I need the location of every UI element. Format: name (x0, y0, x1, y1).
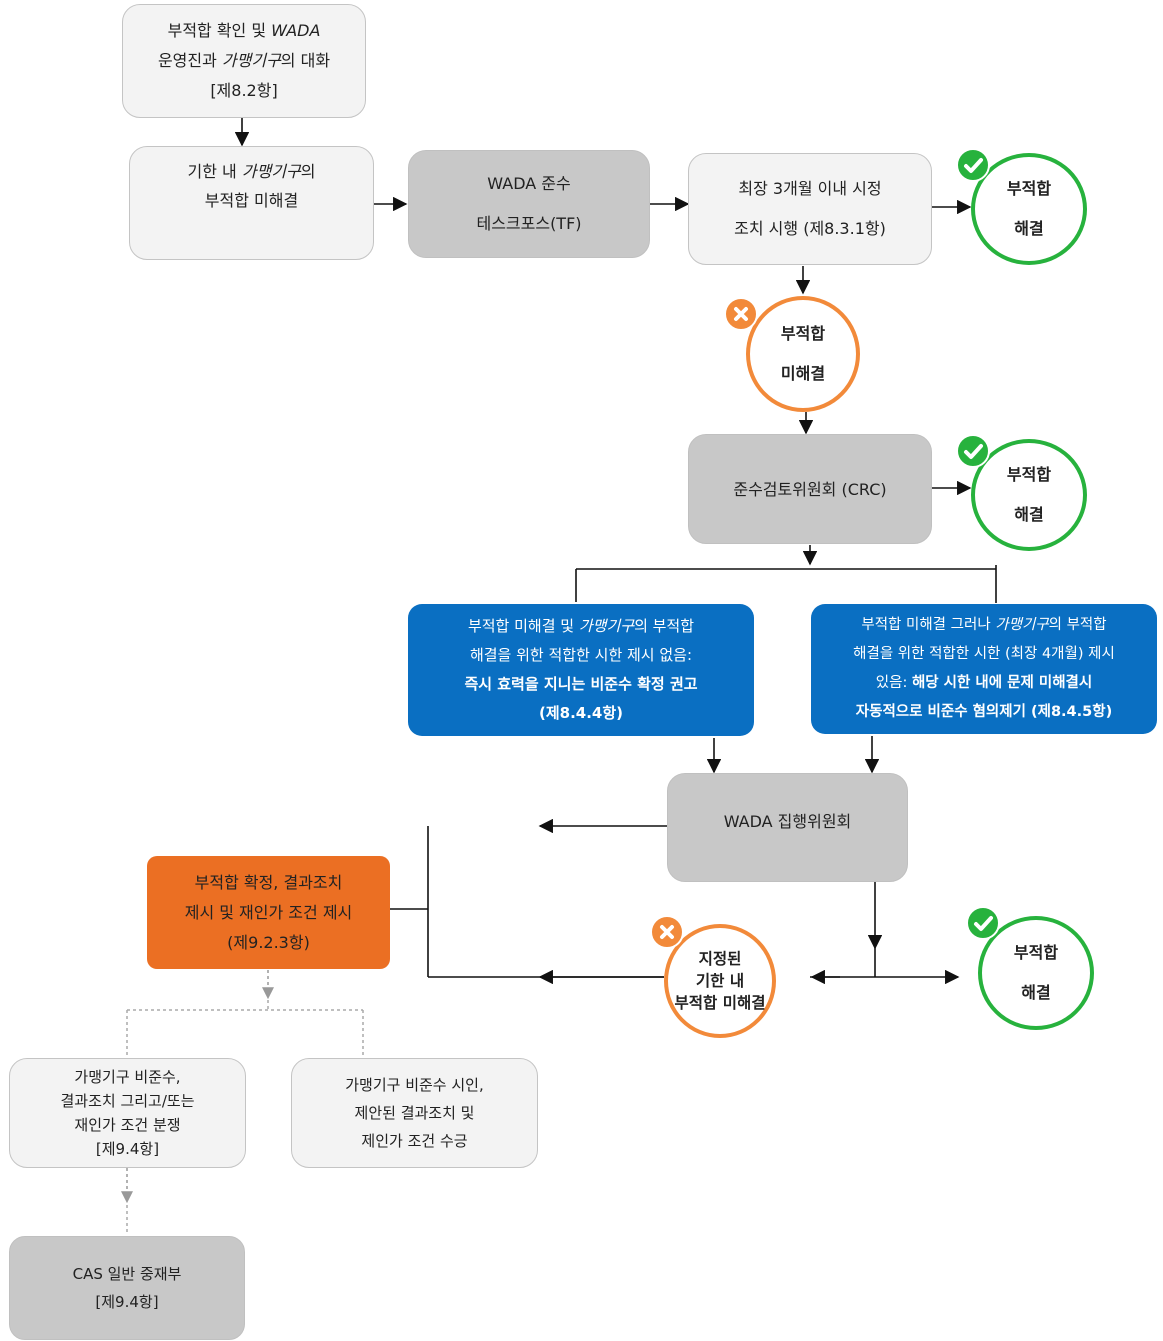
dispute-text: 재인가 조건 분쟁 (74, 1116, 181, 1134)
deadline-text: 기한 내 (187, 162, 242, 181)
corrective-action-box: 최장 3개월 이내 시정 조치 시행 (제8.3.1항) (688, 153, 932, 265)
deadline-text: 부적합 미해결 (204, 191, 299, 210)
corrective-text: 조치 시행 (제8.3.1항) (734, 219, 886, 238)
deadline-text-signatory: 가맹기구 (241, 162, 301, 181)
dialogue-text: 운영진과 (157, 51, 222, 70)
resolved-circle-1: 부적합 해결 (971, 153, 1087, 265)
cas-box: CAS 일반 중재부 [제9.4항] (9, 1236, 245, 1340)
taskforce-box: WADA 준수 테스크포스(TF) (408, 150, 650, 258)
recommendation-box-immediate: 부적합 미해결 및 가맹기구의 부적합 해결을 위한 적합한 시한 제시 없음:… (408, 604, 754, 736)
unresolved-text: 미해결 (780, 364, 826, 383)
cas-article: [제9.4항] (95, 1293, 159, 1311)
deadline-box: 기한 내 가맹기구의 부적합 미해결 (129, 146, 374, 260)
check-icon (956, 148, 990, 182)
unresolved-text: 부적합 미해결 (674, 994, 766, 1012)
blue-right-text-signatory: 가맹기구 (995, 617, 1049, 633)
dialogue-article: [제8.2항] (210, 81, 278, 100)
blue-right-text: 있음: (875, 675, 912, 691)
resolved-circle-2: 부적합 해결 (971, 439, 1087, 551)
unresolved-text: 지정된 (698, 950, 742, 968)
taskforce-text: 테스크포스(TF) (476, 214, 582, 233)
blue-right-text-bold: 해당 시한 내에 문제 미해결시 (911, 675, 1093, 691)
blue-right-text: 부적합 미해결 그러나 (861, 617, 996, 633)
confirmation-article: (제9.2.3항) (227, 932, 310, 952)
unresolved-text: 부적합 (780, 324, 826, 343)
dispute-article: [제9.4항] (95, 1140, 160, 1158)
dialogue-text-wada: WADA (271, 21, 321, 40)
blue-left-article: (제8.4.4항) (538, 704, 624, 722)
unresolved-circle-1: 부적합 미해결 (746, 296, 860, 412)
crc-box: 준수검토위원회 (CRC) (688, 434, 932, 544)
check-icon (956, 434, 990, 468)
resolved-circle-3: 부적합 해결 (978, 916, 1094, 1030)
confirmation-text: 제시 및 재인가 조건 제시 (184, 902, 353, 922)
confirmation-box: 부적합 확정, 결과조치 제시 및 재인가 조건 제시 (제9.2.3항) (147, 856, 390, 969)
resolved-text: 해결 (1014, 219, 1044, 238)
corrective-text: 최장 3개월 이내 시정 (738, 179, 882, 198)
dispute-box: 가맹기구 비준수, 결과조치 그리고/또는 재인가 조건 분쟁 [제9.4항] (9, 1058, 246, 1168)
acceptance-text: 제인가 조건 수긍 (361, 1132, 468, 1150)
blue-left-text: 부적합 미해결 및 (467, 617, 579, 635)
acceptance-text: 가맹기구 비준수 시인, (345, 1076, 484, 1094)
blue-right-text: 의 부적합 (1048, 617, 1107, 633)
dialogue-box: 부적합 확인 및 WADA 운영진과 가맹기구의 대화 [제8.2항] (122, 4, 366, 118)
taskforce-text: WADA 준수 (487, 174, 571, 193)
dispute-text: 결과조치 그리고/또는 (60, 1092, 195, 1110)
executive-committee-text: WADA 집행위원회 (723, 812, 852, 831)
x-icon (650, 915, 684, 949)
acceptance-text: 제안된 결과조치 및 (354, 1104, 475, 1122)
resolved-text: 부적합 (1006, 465, 1052, 484)
confirmation-text: 부적합 확정, 결과조치 (194, 872, 343, 892)
dialogue-text: 부적합 확인 및 (167, 21, 272, 40)
recommendation-box-deadline: 부적합 미해결 그러나 가맹기구의 부적합 해결을 위한 적합한 시한 (최장 … (811, 604, 1157, 734)
resolved-text: 해결 (1021, 983, 1051, 1002)
cas-text: CAS 일반 중재부 (72, 1265, 182, 1283)
crc-text: 준수검토위원회 (CRC) (733, 479, 887, 499)
blue-left-text-signatory: 가맹기구 (578, 617, 635, 635)
blue-right-text: 해결을 위한 적합한 시한 (최장 4개월) 제시 (853, 646, 1115, 662)
blue-right-text-bold: 자동적으로 비준수 혐의제기 (제8.4.5항) (855, 704, 1113, 720)
unresolved-text: 기한 내 (695, 972, 745, 990)
resolved-text: 해결 (1014, 505, 1044, 524)
x-icon (724, 297, 758, 331)
deadline-text: 의 (300, 162, 316, 181)
resolved-text: 부적합 (1013, 943, 1059, 962)
executive-committee-box: WADA 집행위원회 (667, 773, 908, 882)
blue-left-text: 해결을 위한 적합한 시한 제시 없음: (469, 646, 693, 664)
dialogue-text-signatory: 가맹기구 (221, 51, 281, 70)
acceptance-box: 가맹기구 비준수 시인, 제안된 결과조치 및 제인가 조건 수긍 (291, 1058, 538, 1168)
blue-left-text: 의 부적합 (634, 617, 695, 635)
dialogue-text: 의 대화 (280, 51, 331, 70)
check-icon (966, 906, 1000, 940)
dispute-text: 가맹기구 비준수, (74, 1068, 181, 1086)
unresolved-circle-2: 지정된 기한 내 부적합 미해결 (664, 924, 776, 1038)
resolved-text: 부적합 (1006, 179, 1052, 198)
blue-left-text-bold: 즉시 효력을 지니는 비준수 확정 권고 (464, 675, 698, 693)
